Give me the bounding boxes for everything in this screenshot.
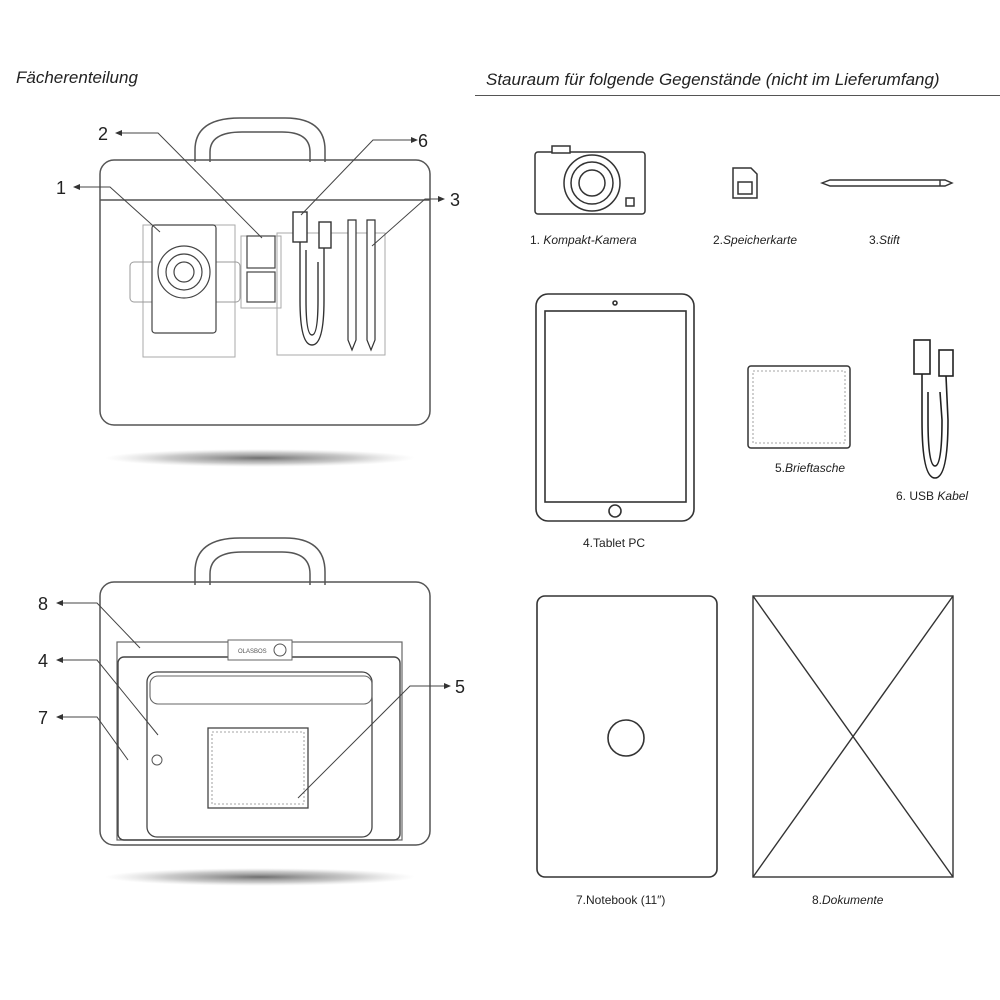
- leader-4: [63, 659, 159, 736]
- caption-pen: 3.Stift: [869, 233, 900, 247]
- bag-top-handle: [194, 117, 326, 162]
- brand-tag-logo: [273, 643, 287, 657]
- leader-1: [75, 186, 161, 233]
- leader-5: [297, 685, 445, 799]
- leader-2: [120, 132, 263, 239]
- leader-7: [63, 716, 129, 761]
- section-title-storage: Stauraum für folgende Gegenstände (nicht…: [486, 70, 940, 89]
- memory-card-in-bag-icon: [246, 235, 276, 303]
- leader-3: [371, 198, 440, 247]
- leader-6: [300, 139, 413, 216]
- caption-compact-camera: 1. Kompakt-Kamera: [530, 233, 637, 247]
- pen-in-bag-icon: [347, 219, 376, 352]
- camera-in-bag-icon: [151, 224, 217, 334]
- bag-top-body: [99, 159, 431, 426]
- bag-bottom-body: [99, 581, 431, 846]
- callout-3: 3: [450, 190, 461, 210]
- pen-icon: [820, 179, 954, 187]
- callout-2: 2: [98, 124, 109, 144]
- tablet-pc-icon: [535, 293, 695, 522]
- leader-arrowheads-bottom: [56, 600, 451, 720]
- brand-tag-text: OLASBOS: [238, 649, 267, 655]
- callout-7: 7: [38, 708, 49, 728]
- bag-bottom-handle-inner: [209, 551, 311, 585]
- caption-wallet: 5.Brieftasche: [775, 461, 846, 475]
- tablet-compartment: [146, 671, 373, 838]
- callout-4: 4: [38, 651, 49, 671]
- leader-8: [63, 602, 141, 649]
- wallet-in-bag-stitch: [211, 731, 305, 805]
- usb-cable-icon: [913, 339, 954, 479]
- leader-arrowheads-top: [73, 130, 445, 202]
- tablet-home-button-in-bag: [151, 754, 163, 766]
- usb-cable-in-bag-icon: [292, 211, 332, 346]
- callout-6: 6: [418, 131, 429, 151]
- callout-1: 1: [56, 178, 67, 198]
- bag-top-shadow: [105, 449, 415, 467]
- heading-divider: [475, 95, 1000, 96]
- callout-5: 5: [455, 677, 466, 697]
- wallet-in-bag-icon: [207, 727, 309, 809]
- caption-documents: 8.Dokumente: [812, 893, 884, 907]
- documents-icon: [752, 595, 954, 878]
- memory-card-icon: [732, 167, 758, 199]
- notebook-icon: [536, 595, 718, 878]
- caption-tablet-pc: 4.Tablet PC: [583, 536, 646, 550]
- compact-camera-icon: [534, 145, 646, 215]
- caption-usb-cable: 6. USB Kabel: [896, 489, 969, 503]
- wallet-icon: [747, 365, 851, 449]
- callout-8: 8: [38, 594, 49, 614]
- section-title-compartments: Fächerenteilung: [16, 68, 138, 87]
- bag-top-handle-inner: [209, 131, 311, 162]
- zipper-pocket: [149, 675, 373, 705]
- caption-memory-card: 2.Speicherkarte: [713, 233, 798, 247]
- caption-notebook: 7.Notebook (11″): [576, 893, 666, 907]
- bag-bottom-handle: [194, 537, 326, 585]
- bag-bottom-shadow: [105, 868, 415, 886]
